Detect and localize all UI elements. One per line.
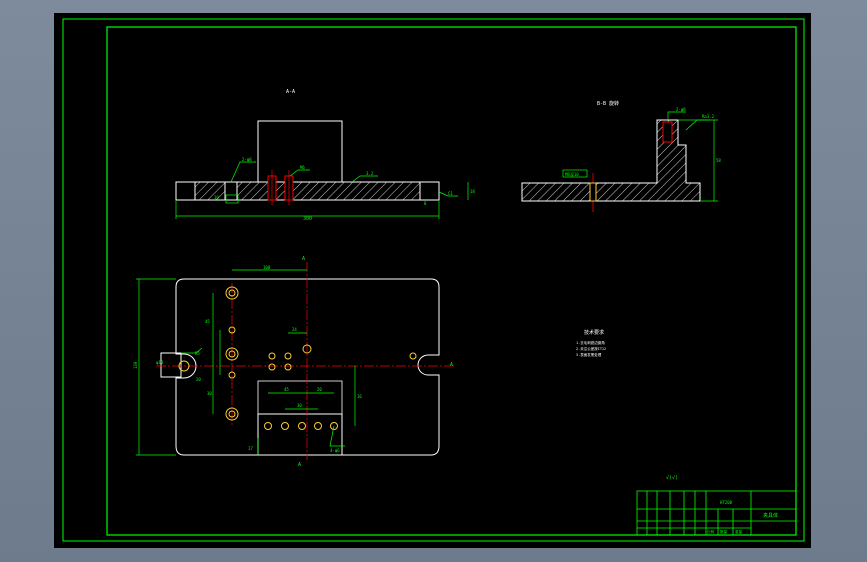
plan-hole-cluster-4	[284, 363, 292, 371]
notes-line-1: 1.去毛刺锐边倒角	[576, 340, 605, 345]
plan-hole-row-3	[298, 422, 306, 430]
plan-left-tag-2: R5	[195, 351, 200, 356]
bb-top-leader	[667, 111, 686, 120]
plan-hole-mid	[225, 347, 239, 361]
title-block	[636, 490, 797, 536]
aa-right-height: 18	[470, 189, 475, 194]
aa-right-step: 8	[424, 201, 427, 206]
plan-hole-mid-inner	[228, 350, 236, 358]
plan-left-tab	[160, 352, 182, 378]
bb-right-note: Ra3.2	[702, 114, 715, 119]
plan-hole-small-2	[228, 371, 236, 379]
plan-section-mark: A	[302, 256, 305, 262]
plan-section-mark-bottom: A	[298, 462, 301, 468]
plan-dim-left-inner: 30	[207, 391, 212, 396]
title-block-border	[636, 490, 797, 536]
aa-hole-callout: 2-φ8	[242, 157, 252, 162]
plan-hole-bot-inner	[228, 410, 236, 418]
viewport-background	[54, 13, 811, 548]
tb-qty-label: 数量	[720, 529, 728, 534]
notes-heading: 技术要求	[584, 329, 604, 336]
aa-dim-overall: 300	[303, 216, 312, 222]
plan-dim-height: 130	[133, 361, 138, 369]
plan-dim-slot: 30	[297, 403, 302, 408]
aa-counterbore	[225, 194, 239, 204]
plan-hole-left-tab	[178, 360, 190, 372]
section-bb-view: B-B 旋转 2-φ8 Ra3.2 58 M8深10	[521, 100, 721, 212]
bb-profile	[521, 119, 701, 202]
aa-right-chamfer: C1	[448, 191, 453, 196]
plan-plate-outline	[175, 278, 440, 456]
aa-hole-depth: 10	[214, 195, 219, 200]
plan-hole-cluster-2	[284, 352, 292, 360]
aa-thread-leader	[289, 169, 310, 177]
bb-right-leader	[685, 119, 710, 131]
bb-height: 58	[716, 158, 721, 163]
bb-hole-note: M8深10	[565, 171, 579, 177]
bb-slot	[662, 121, 673, 143]
plan-hole-far-right	[409, 352, 417, 360]
plan-dim-lower: 45	[284, 387, 289, 392]
plan-hole-row-5	[330, 422, 338, 430]
plan-block-inner	[257, 380, 343, 415]
plan-dim-top: 100	[263, 265, 271, 270]
plan-hole-cluster-1	[268, 352, 276, 360]
plan-dim-right: 16	[357, 394, 362, 399]
plan-hole-row-2	[281, 422, 289, 430]
section-aa-view: A-A 300 2-φ8 M6 10 3.2 8 C	[175, 89, 475, 222]
drawing-frame	[62, 18, 805, 542]
plan-left-tag-1: φ10	[156, 360, 164, 365]
tb-scale-label: 比例	[707, 529, 715, 534]
plan-dim-left: 45	[205, 319, 210, 324]
technical-notes: 技术要求 1.去毛刺锐边倒角 2.未注公差按IT12 3.表面发黑处理	[576, 329, 606, 357]
notes-line-3: 3.表面发黑处理	[576, 352, 602, 357]
aa-left-step	[175, 181, 196, 201]
notes-line-2: 2.未注公差按IT12	[576, 346, 606, 351]
bb-hole-note-box	[562, 169, 588, 178]
plan-view: A A A 100 130 45 30 24 45 20 30 16 4-φ6 …	[133, 256, 455, 468]
plan-left-tag-3: 20	[196, 377, 201, 382]
surface-finish-mark: √(√)	[666, 475, 678, 481]
plan-side-mark: A	[450, 362, 453, 368]
section-aa-label: A-A	[286, 89, 295, 95]
plan-dim-mid: 24	[292, 327, 297, 332]
plan-left-leader	[181, 347, 203, 354]
plan-hole-row-4	[314, 422, 322, 430]
plan-hole-top-inner	[228, 289, 236, 297]
tb-weight-label: 重量	[735, 529, 743, 534]
inner-border	[106, 26, 797, 536]
plan-hole-cluster-3	[268, 363, 276, 371]
plan-block-height: 17	[248, 446, 253, 451]
aa-right-chamfer-leader	[438, 191, 458, 197]
plan-bottom-leader	[329, 425, 345, 447]
aa-hole-left	[224, 181, 238, 201]
plan-hole-row-1	[264, 422, 272, 430]
section-bb-label: B-B 旋转	[597, 100, 619, 107]
outer-border	[62, 18, 805, 542]
plan-hole-bot	[225, 407, 239, 421]
tb-material: HT200	[720, 500, 733, 505]
plan-bottom-callout: 4-φ6	[330, 448, 340, 453]
aa-right-step	[419, 181, 440, 201]
tb-drawing-name: 夹具体	[763, 512, 778, 519]
bb-hole	[589, 182, 597, 202]
plan-hole-top	[225, 286, 239, 300]
aa-thread-callout: M6	[300, 165, 305, 170]
aa-roughness-leader	[351, 175, 378, 183]
aa-roughness: 3.2	[366, 171, 374, 176]
bb-top-callout: 2-φ8	[676, 107, 686, 112]
plan-hole-right	[302, 344, 312, 354]
aa-callout-leader	[230, 161, 256, 183]
plan-hole-small-1	[228, 326, 236, 334]
plan-dim-lower-right: 20	[317, 387, 322, 392]
